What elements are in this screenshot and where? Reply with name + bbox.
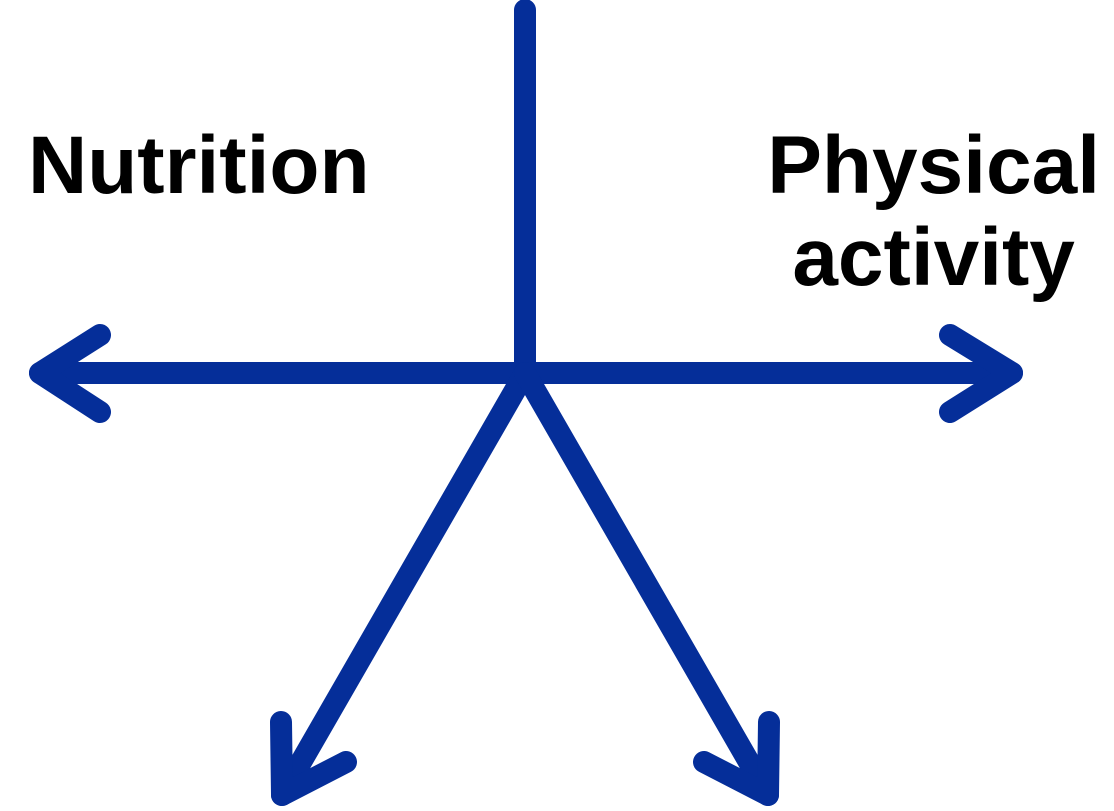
label-physical-line2: activity <box>792 212 1075 303</box>
label-nutrition: Nutrition <box>28 120 370 211</box>
label-physical-activity: Physical activity <box>767 120 1100 304</box>
arrow-left-icon <box>29 324 536 423</box>
arrow-down-left-icon <box>270 362 536 806</box>
label-physical-line1: Physical <box>767 120 1100 211</box>
arrow-right-icon <box>514 324 1023 423</box>
arrow-down-right-icon <box>514 362 780 806</box>
